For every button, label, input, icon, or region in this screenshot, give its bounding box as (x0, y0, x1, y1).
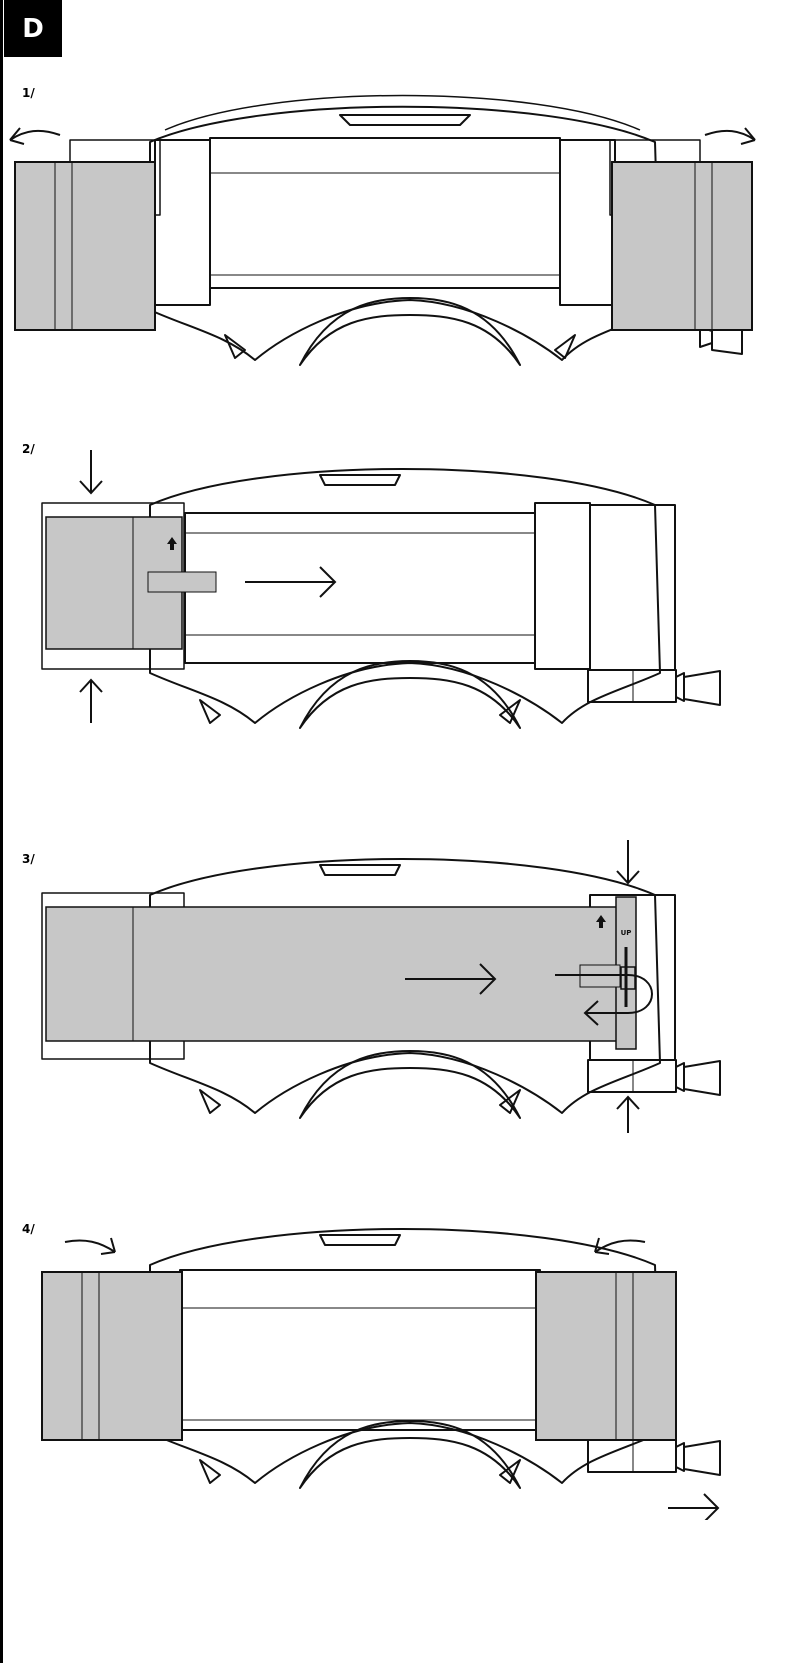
arrow-icon (79, 678, 103, 723)
nose-cutout (299, 297, 521, 366)
goggle-frame (149, 858, 661, 1114)
arrow-icon (9, 127, 61, 145)
step-4-illustration (41, 1228, 721, 1520)
arrow-icon (594, 1237, 646, 1255)
empty-right-housing (589, 504, 676, 671)
arrow-icon (245, 566, 337, 598)
goggle-frame (149, 468, 661, 724)
goggle-strap-curve (164, 94, 641, 131)
step-label-4: 4/ (22, 1222, 35, 1236)
step-1-panel (0, 90, 805, 380)
step-1-illustration (9, 94, 756, 366)
step-3-illustration: UP (41, 840, 721, 1133)
left-cartridge-frame (154, 139, 211, 306)
step-label-1: 1/ (22, 86, 35, 100)
arrow-icon (405, 963, 497, 995)
roll-knob (675, 670, 721, 706)
goggle-lens (184, 512, 536, 664)
step-2-panel (0, 445, 805, 735)
arrow-icon (79, 450, 103, 495)
section-badge: D (4, 0, 62, 57)
goggle-lens (179, 1269, 541, 1431)
section-badge-letter: D (22, 13, 44, 44)
right-cartridge-frame (534, 502, 591, 670)
goggle-frame (149, 105, 661, 361)
step-label-3: 3/ (22, 852, 35, 866)
arrow-icon (668, 1493, 720, 1520)
top-vent (339, 114, 471, 126)
spool-up-mark: UP (621, 929, 632, 937)
right-film-canister (611, 161, 753, 331)
roll-knob (675, 1060, 721, 1096)
step-2-illustration (41, 450, 721, 729)
up-arrow-icon (596, 915, 606, 928)
arrow-icon (64, 1237, 116, 1255)
goggle-lens (209, 137, 561, 289)
left-border-rule (0, 0, 3, 1663)
step-3-panel: UP (0, 835, 805, 1135)
arrow-icon (616, 840, 640, 885)
arrow-icon (704, 127, 756, 145)
arrow-icon (616, 1095, 640, 1133)
left-film-canister (41, 1271, 183, 1441)
roll-knob (675, 1440, 721, 1476)
tear-off-film (45, 906, 619, 1042)
step-label-2: 2/ (22, 442, 35, 456)
goggle-frame (149, 1228, 661, 1484)
curved-arrow-icon (555, 974, 653, 1026)
left-film-canister (14, 161, 156, 331)
right-cartridge-frame (559, 139, 616, 306)
right-film-canister (535, 1271, 677, 1441)
film-tab (147, 571, 217, 593)
step-4-panel (0, 1220, 805, 1520)
up-arrow-icon (167, 537, 177, 550)
